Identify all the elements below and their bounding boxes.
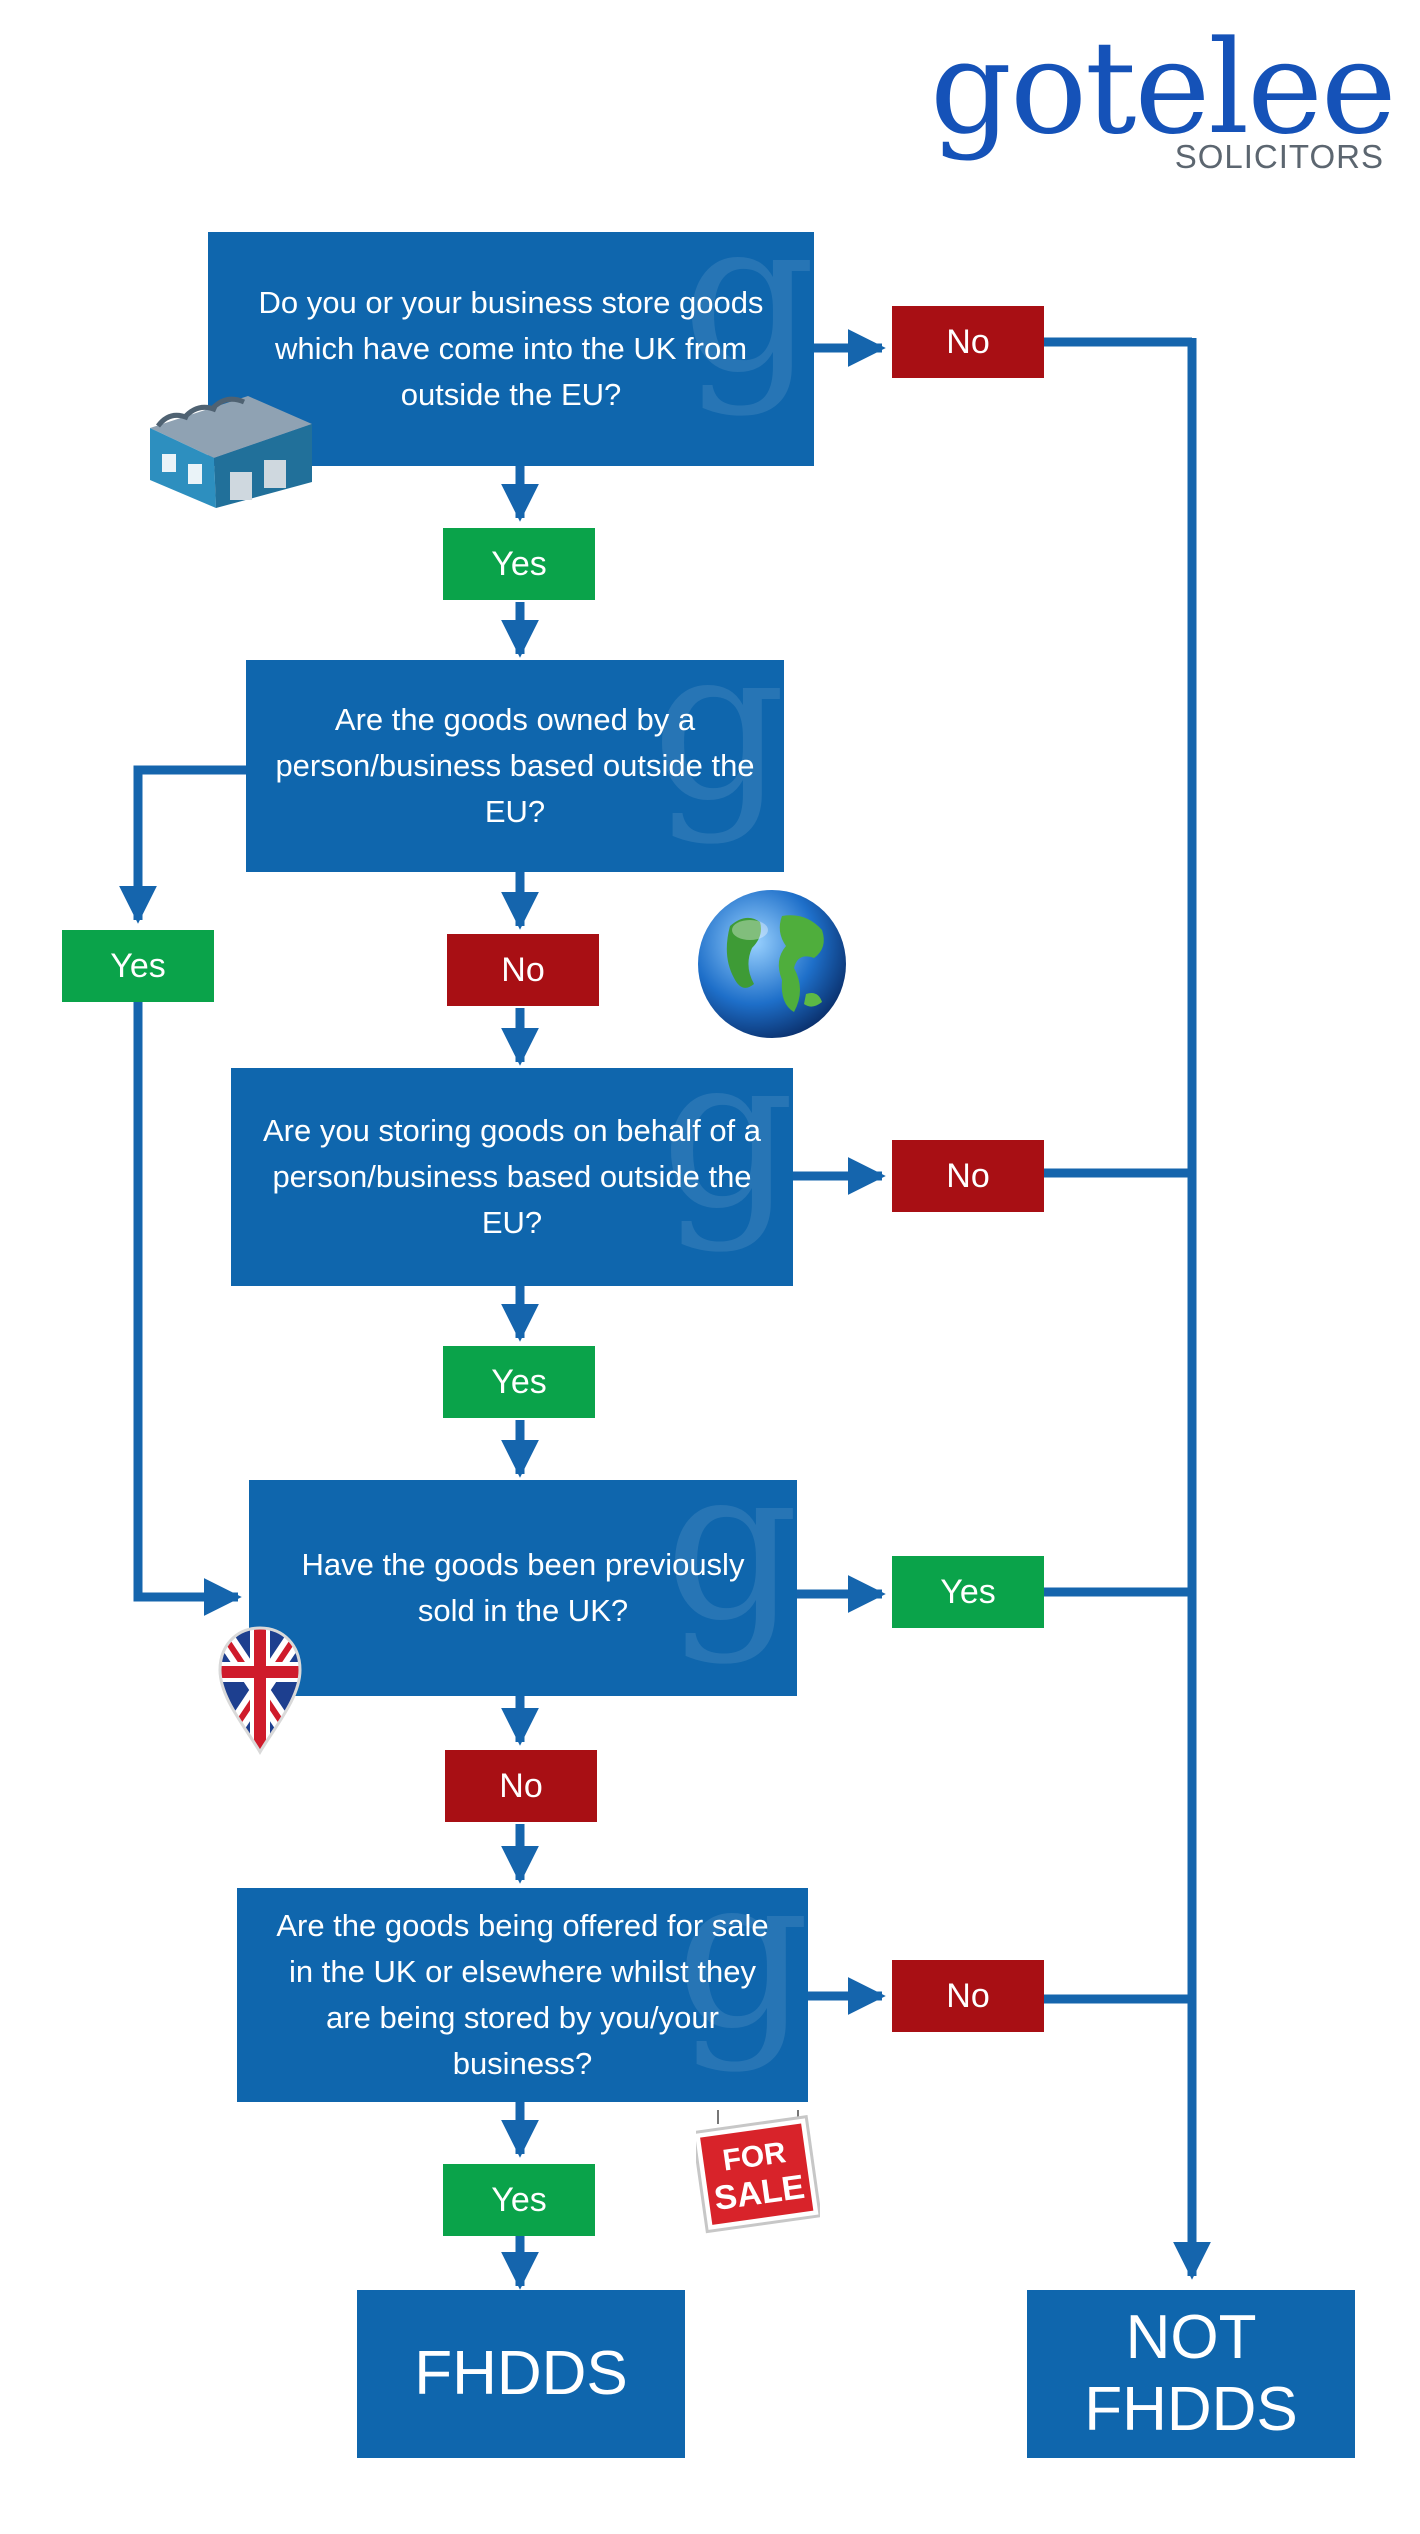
- answer-no-q1: No: [892, 306, 1044, 378]
- uk-pin-icon: [218, 1626, 302, 1755]
- outcome-not-line: NOT: [1125, 2303, 1257, 2372]
- answer-no-q4: No: [445, 1750, 597, 1822]
- question-1-text: Do you or your business store goods whic…: [258, 285, 764, 412]
- answer-no-q3: No: [892, 1140, 1044, 1212]
- answer-no-q5: No: [892, 1960, 1044, 2032]
- outcome-fhdds-line: FHDDS: [1084, 2375, 1298, 2444]
- answer-no-q2: No: [447, 934, 599, 1006]
- question-3-text: Are you storing goods on behalf of a per…: [262, 1113, 762, 1240]
- answer-yes-q2: Yes: [62, 930, 214, 1002]
- question-box-5: Are the goods being offered for sale in …: [237, 1888, 808, 2102]
- question-box-3: Are you storing goods on behalf of a per…: [231, 1068, 793, 1286]
- question-box-2: Are the goods owned by a person/business…: [246, 660, 784, 872]
- question-box-4: Have the goods been previously sold in t…: [249, 1480, 797, 1696]
- watermark-g: g: [651, 660, 784, 847]
- watermark-g: g: [664, 1480, 797, 1667]
- question-4-text: Have the goods been previously sold in t…: [301, 1547, 745, 1628]
- globe-icon: [698, 890, 846, 1038]
- warehouse-icon: [150, 396, 312, 508]
- logo-subtitle: SOLICITORS: [1174, 138, 1384, 175]
- answer-yes-q4: Yes: [892, 1556, 1044, 1628]
- answer-yes-q1: Yes: [443, 528, 595, 600]
- question-box-1: Do you or your business store goods whic…: [208, 232, 814, 466]
- outcome-fhdds-label: FHDDS: [414, 2339, 628, 2408]
- answer-yes-q5: Yes: [443, 2164, 595, 2236]
- question-5-text: Are the goods being offered for sale in …: [276, 1908, 769, 2081]
- watermark-g: g: [675, 1888, 808, 2075]
- watermark-g: g: [681, 232, 814, 419]
- for-sale-sign-icon: FOR SALE: [696, 2110, 820, 2234]
- connector-q2-yes-left: [119, 765, 246, 924]
- logo-wordmark: gotelee: [930, 14, 1397, 163]
- connector-yes-left-q4: [133, 1002, 242, 1616]
- gotelee-logo: gotelee SOLICITORS: [930, 14, 1397, 176]
- answer-yes-q3: Yes: [443, 1346, 595, 1418]
- watermark-g: g: [660, 1068, 793, 1255]
- outcome-fhdds: FHDDS: [357, 2290, 685, 2458]
- outcome-not-fhdds: NOT FHDDS: [1027, 2290, 1355, 2458]
- question-2-text: Are the goods owned by a person/business…: [275, 702, 755, 829]
